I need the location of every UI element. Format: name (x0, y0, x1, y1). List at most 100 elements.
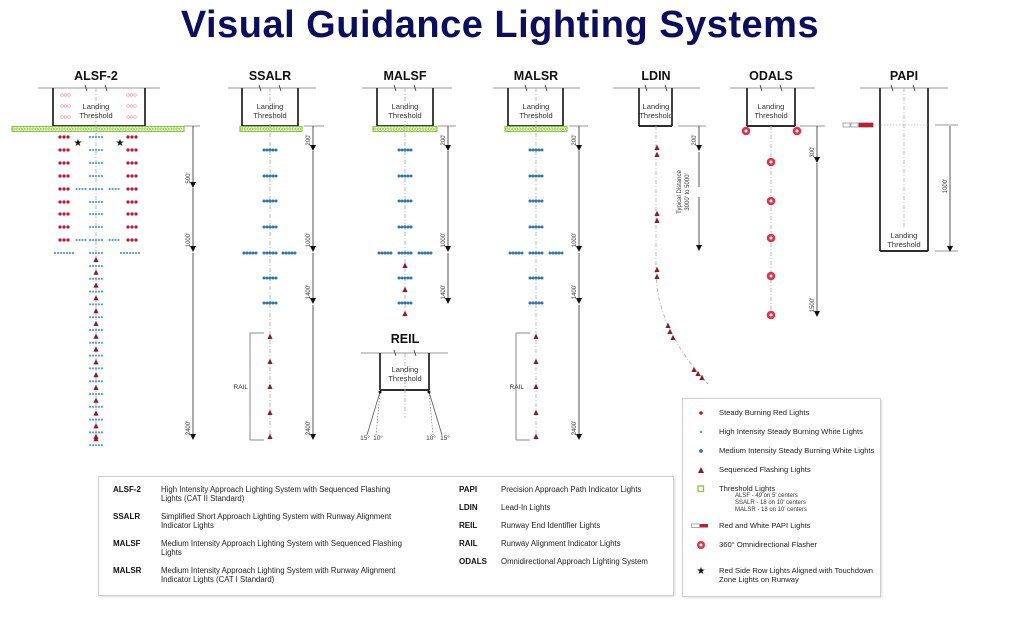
abbreviation-key: ALSF-2 (113, 485, 141, 494)
threshold-light (431, 127, 435, 131)
steady-red-light (62, 161, 66, 165)
papi-bar-icon (683, 521, 719, 531)
threshold-light (108, 127, 112, 131)
papi-light (850, 122, 859, 128)
high-intensity-white-light (88, 277, 92, 280)
steady-red-light (62, 238, 66, 242)
medium-intensity-white-light (406, 225, 410, 229)
medium-intensity-white-light (409, 225, 413, 229)
threshold-light (282, 127, 286, 131)
high-intensity-white-light (100, 341, 104, 344)
threshold-light (275, 127, 279, 131)
medium-intensity-white-light (265, 301, 269, 305)
break-mark (664, 84, 668, 92)
sequenced-flashing-light (654, 217, 660, 223)
abbreviation-key: PAPI (459, 485, 478, 494)
threshold-label: Landing (392, 365, 419, 374)
omnidirectional-flasher-center (769, 236, 773, 240)
high-intensity-white-light (91, 354, 95, 357)
high-intensity-white-light (94, 238, 98, 242)
threshold-light (102, 127, 106, 131)
threshold-light (240, 127, 244, 131)
abbreviation-row: LDIN Lead-In Lights (459, 503, 669, 512)
threshold-light (298, 127, 302, 131)
threshold-light (41, 127, 45, 131)
high-intensity-white-light (100, 135, 104, 139)
threshold-light-bar (11, 125, 185, 133)
sequenced-flashing-light (93, 295, 99, 301)
touchdown-zone-light (60, 93, 64, 97)
high-intensity-white-light (97, 264, 101, 268)
high-intensity-white-light (84, 238, 87, 242)
steady-red-light (126, 135, 130, 139)
threshold-light (137, 127, 141, 131)
legend-item: Red and White PAPI Lights (683, 521, 810, 531)
medium-intensity-white-light (540, 251, 544, 255)
high-intensity-white-light (62, 251, 66, 255)
legend-text: Red Side Row Lights Aligned with Touchdo… (719, 566, 873, 584)
medium-intensity-white-light (540, 225, 544, 229)
sequenced-flashing-light (654, 144, 660, 150)
medium-intensity-white-light (554, 251, 558, 255)
legend-text: Threshold Lights (719, 484, 776, 493)
system-title-ssalr: SSALR (249, 69, 291, 83)
medium-intensity-white-light (548, 251, 552, 255)
dimension-break (696, 187, 702, 197)
high-intensity-white-light (100, 212, 104, 216)
steady-red-light (126, 238, 130, 242)
high-intensity-white-light (137, 251, 141, 255)
threshold-light (79, 127, 83, 131)
steady-red-light (62, 135, 66, 139)
typical-distance-label: Typical Distance (677, 169, 683, 213)
omnidirectional-flasher-center (769, 274, 773, 278)
threshold-light (98, 127, 102, 131)
medium-intensity-white-light (534, 251, 538, 255)
medium-intensity-white-light (274, 199, 278, 203)
abbreviation-key: REIL (459, 521, 478, 530)
high-intensity-white-light (88, 405, 92, 408)
steady-red-light (66, 200, 70, 204)
abbreviation-text: High Intensity Approach Lighting System … (161, 485, 391, 503)
high-intensity-white-light (94, 277, 98, 280)
reil-beam-15 (428, 391, 443, 436)
dimension-label: 2400' (306, 421, 312, 436)
high-intensity-white-light (88, 200, 92, 204)
high-intensity-white-light (100, 367, 104, 370)
medium-intensity-white-light (397, 276, 401, 280)
threshold-light (169, 127, 173, 131)
high-intensity-white-light (97, 303, 101, 306)
high-intensity-white-light (97, 200, 101, 204)
legend-item: 360° Omnidirectional Flasher (683, 540, 817, 550)
system-title-malsf: MALSF (383, 69, 426, 83)
threshold-light (408, 127, 412, 131)
medium-intensity-white-light (268, 174, 272, 178)
medium-intensity-white-light (293, 251, 297, 255)
medium-intensity-white-light (537, 199, 541, 203)
threshold-light (421, 127, 425, 131)
sequenced-flashing-light (533, 433, 539, 439)
abbreviation-text: Runway End Identifier Lights (501, 521, 601, 530)
reil-light (378, 390, 382, 394)
medium-intensity-white-light (406, 251, 410, 255)
steady-red-light (134, 135, 138, 139)
break-mark (393, 349, 397, 357)
abbreviation-row: SSALR Simplified Short Approach Lighting… (113, 512, 413, 530)
steady-red-light (62, 200, 66, 204)
omnidirectional-flasher-center (769, 313, 773, 317)
high-intensity-white-light (88, 251, 92, 255)
sequenced-flashing-light (93, 410, 99, 416)
threshold-light (175, 127, 179, 131)
threshold-light (34, 127, 38, 131)
threshold-light (434, 127, 438, 131)
steady-red-light (66, 148, 70, 152)
dimension-label: 1000' (943, 179, 949, 194)
high-intensity-white-light (94, 290, 98, 293)
threshold-light (166, 127, 170, 131)
threshold-light (379, 127, 383, 131)
threshold-light (57, 127, 61, 131)
threshold-light (392, 127, 396, 131)
medium-intensity-white-light (534, 148, 538, 152)
legend-item: ★ Red Side Row Lights Aligned with Touch… (683, 566, 878, 585)
medium-intensity-white-light (262, 225, 266, 229)
medium-intensity-white-light (400, 301, 404, 305)
